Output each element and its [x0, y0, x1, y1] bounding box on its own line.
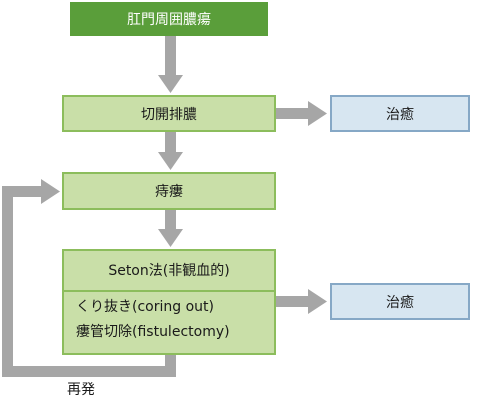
- arrow-abscess-to-incision: [165, 36, 176, 76]
- treatment-fistulectomy-label: 瘻管切除(fistulectomy): [76, 324, 230, 340]
- node-cure-2-label: 治癒: [386, 294, 414, 311]
- node-treatment: Seton法(非観血的) くり抜き(coring out) 瘻管切除(fistu…: [62, 249, 276, 355]
- treatment-divider: [64, 290, 274, 292]
- arrowhead-fistula-to-treatment: [158, 229, 183, 247]
- arrowhead-recurrence: [41, 179, 60, 204]
- arrow-incision-to-fistula: [165, 132, 176, 153]
- node-perianal-abscess-label: 肛門周囲膿瘍: [127, 12, 211, 28]
- recurrence-loop-down: [165, 355, 176, 373]
- arrow-fistula-to-treatment: [165, 210, 176, 230]
- node-cure-2: 治癒: [330, 283, 470, 320]
- node-incision-drainage: 切開排膿: [62, 95, 276, 132]
- recurrence-loop-top: [2, 186, 42, 197]
- recurrence-label: 再発: [67, 382, 95, 398]
- treatment-seton-label: Seton法(非観血的): [108, 263, 230, 279]
- node-perianal-abscess: 肛門周囲膿瘍: [70, 2, 268, 36]
- arrowhead-treatment-to-cure: [308, 289, 327, 314]
- node-cure-1: 治癒: [330, 95, 470, 132]
- recurrence-loop-bottom: [2, 366, 176, 377]
- arrowhead-incision-to-cure: [308, 101, 327, 126]
- node-anal-fistula-label: 痔瘻: [155, 184, 183, 200]
- arrow-incision-to-cure: [276, 108, 309, 119]
- recurrence-loop-up: [2, 186, 13, 377]
- node-cure-1-label: 治癒: [386, 106, 414, 123]
- arrow-treatment-to-cure: [276, 296, 309, 307]
- treatment-coring-out-label: くり抜き(coring out): [76, 299, 214, 315]
- node-anal-fistula: 痔瘻: [62, 172, 276, 210]
- node-incision-drainage-label: 切開排膿: [141, 106, 197, 123]
- arrowhead-incision-to-fistula: [158, 152, 183, 170]
- arrowhead-abscess-to-incision: [158, 75, 183, 93]
